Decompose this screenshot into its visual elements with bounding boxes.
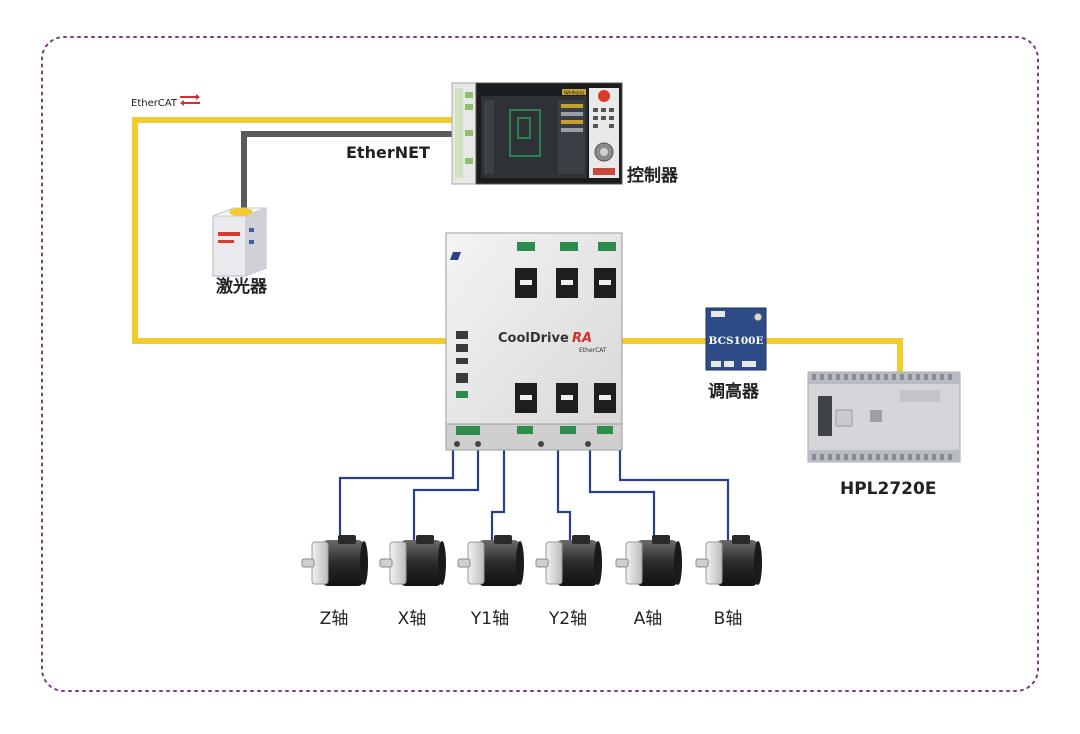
- ethercat-logo-arrows: [180, 94, 200, 106]
- height-controller-label: 调高器: [708, 381, 760, 402]
- height-controller-model: BCS100E: [709, 335, 764, 347]
- controller-brand: Weihong: [564, 91, 584, 97]
- motor-cables: [338, 450, 730, 540]
- servo-motor: [615, 535, 682, 586]
- axis-label: X轴: [398, 609, 427, 629]
- axis-label: Z轴: [320, 609, 349, 629]
- axis-labels: Z轴 X轴 Y1轴 Y2轴 A轴 B轴: [320, 609, 743, 629]
- servo-motor: [695, 535, 762, 586]
- servo-motor: [301, 535, 368, 586]
- servo-motor: [457, 535, 524, 586]
- ethercat-logo: EtherCAT: [131, 98, 178, 109]
- plc-unit: [807, 371, 961, 463]
- diagram-border: [41, 36, 1039, 692]
- drive-model: RA: [572, 331, 592, 346]
- laser-source: [212, 207, 267, 277]
- drive-ethercat-mark: EtherCAT: [579, 347, 607, 354]
- axis-label: B轴: [714, 609, 743, 629]
- controller: Weihong: [451, 82, 623, 185]
- laser-label: 激光器: [216, 276, 268, 297]
- controller-label: 控制器: [627, 165, 679, 186]
- cooldrive-unit: CoolDrive RA EtherCAT: [445, 232, 623, 451]
- servo-motors: [301, 535, 762, 586]
- plc-label: HPL2720E: [840, 479, 936, 499]
- drive-brand: CoolDrive: [498, 331, 569, 346]
- ethernet-cable: [241, 131, 455, 210]
- axis-label: A轴: [634, 609, 663, 629]
- servo-motor: [379, 535, 446, 586]
- estop-icon: [598, 90, 610, 102]
- axis-label: Y1轴: [470, 609, 509, 629]
- axis-label: Y2轴: [548, 609, 587, 629]
- ethercat-cable: [132, 117, 903, 372]
- height-controller: BCS100E: [705, 307, 767, 371]
- servo-motor: [535, 535, 602, 586]
- ethernet-label: EtherNET: [346, 143, 430, 162]
